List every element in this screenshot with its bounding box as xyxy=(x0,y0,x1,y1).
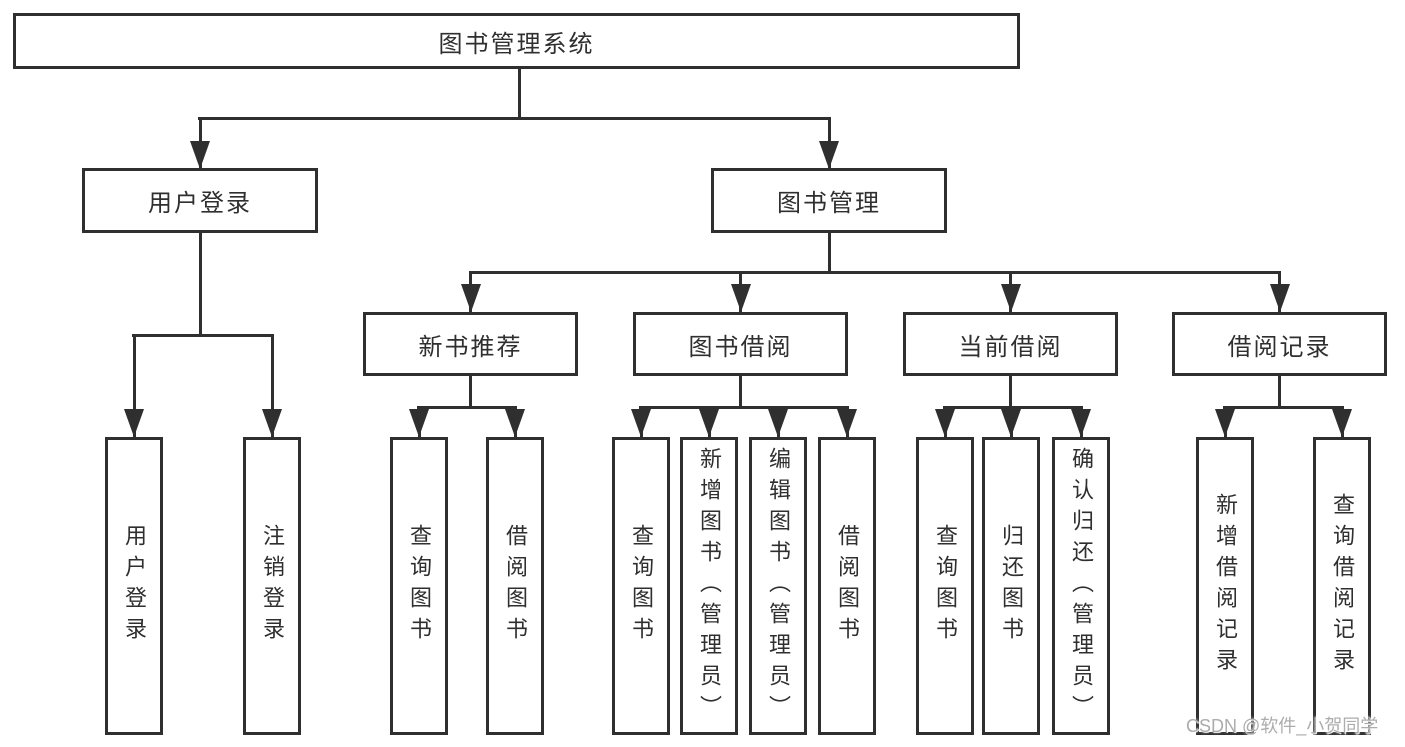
arrow-down-book-borrowing xyxy=(730,271,751,312)
leaf-logout-label: 注销登录 xyxy=(260,524,285,648)
node-user-login: 用户登录 xyxy=(82,168,318,233)
connector-user-login-branch xyxy=(132,334,273,337)
node-book-management: 图书管理 xyxy=(711,168,947,233)
arrow-down-user-login xyxy=(190,117,210,169)
leaf-borrow-books-borrowing-label: 借阅图书 xyxy=(835,524,860,648)
node-book-management-label: 图书管理 xyxy=(777,190,881,217)
arrow-down-new-book-recommendation xyxy=(460,271,481,312)
node-borrowing-records: 借阅记录 xyxy=(1172,312,1387,376)
connector-book-management-stem xyxy=(827,233,831,273)
connector-borrowing-stem xyxy=(739,376,742,408)
connector-level3-branch xyxy=(469,271,1281,274)
leaf-query-books-recommend-label: 查询图书 xyxy=(407,524,432,648)
arrow-down-leaf-logout xyxy=(262,334,282,437)
connector-records-stem xyxy=(1278,376,1281,408)
node-new-book-recommendation: 新书推荐 xyxy=(363,312,578,376)
arrow-down-current-borrowing xyxy=(1000,271,1021,312)
leaf-add-books-admin: 新增图书（管理员） xyxy=(680,437,738,735)
connector-level2-branch xyxy=(198,117,831,120)
connector-records-branch xyxy=(1223,406,1344,409)
node-borrowing-records-label: 借阅记录 xyxy=(1227,333,1332,361)
leaf-borrow-books-recommend: 借阅图书 xyxy=(486,437,544,735)
leaf-logout: 注销登录 xyxy=(243,437,301,735)
connector-user-login-stem xyxy=(198,233,202,336)
leaf-add-borrow-record: 新增借阅记录 xyxy=(1196,437,1254,735)
leaf-borrow-books-recommend-label: 借阅图书 xyxy=(503,524,528,648)
node-book-borrowing-label: 图书借阅 xyxy=(688,333,793,361)
node-root-label: 图书管理系统 xyxy=(438,30,595,58)
leaf-query-books-borrowing-label: 查询图书 xyxy=(629,524,654,648)
node-current-borrowing-label: 当前借阅 xyxy=(958,333,1063,361)
leaf-query-borrow-record-label: 查询借阅记录 xyxy=(1330,493,1355,679)
arrow-down-query-borrow-record xyxy=(1332,406,1352,437)
connector-current-branch xyxy=(943,406,1083,409)
arrow-down-edit-books-admin xyxy=(768,406,788,437)
arrow-down-return-books xyxy=(1001,406,1021,437)
arrow-down-borrowing-records xyxy=(1269,271,1290,312)
arrow-down-book-management xyxy=(819,117,839,169)
connector-new-books-branch xyxy=(417,406,517,409)
arrow-down-add-borrow-record xyxy=(1215,406,1235,437)
leaf-return-books: 归还图书 xyxy=(982,437,1040,735)
arrow-down-borrow-books-recommend xyxy=(505,406,525,437)
leaf-return-books-label: 归还图书 xyxy=(999,524,1024,648)
leaf-query-books-recommend: 查询图书 xyxy=(390,437,448,735)
leaf-add-borrow-record-label: 新增借阅记录 xyxy=(1213,493,1238,679)
node-user-login-label: 用户登录 xyxy=(148,190,252,217)
leaf-edit-books-admin-label: 编辑图书（管理员） xyxy=(766,446,791,726)
leaf-edit-books-admin: 编辑图书（管理员） xyxy=(749,437,807,735)
arrow-down-query-books-borrowing xyxy=(631,406,651,437)
node-new-book-recommendation-label: 新书推荐 xyxy=(418,333,523,361)
arrow-down-borrow-books-borrowing xyxy=(837,406,857,437)
leaf-confirm-return-admin: 确认归还（管理员） xyxy=(1052,437,1110,735)
arrow-down-add-books-admin xyxy=(699,406,719,437)
connector-new-books-stem xyxy=(469,376,472,408)
connector-current-stem xyxy=(1009,376,1012,408)
leaf-user-login: 用户登录 xyxy=(105,437,163,735)
leaf-query-books-current: 查询图书 xyxy=(916,437,974,735)
node-root: 图书管理系统 xyxy=(13,13,1020,69)
arrow-down-query-books-recommend xyxy=(409,406,429,437)
leaf-query-books-current-label: 查询图书 xyxy=(933,524,958,648)
leaf-add-books-admin-label: 新增图书（管理员） xyxy=(697,446,722,726)
arrow-down-leaf-user-login xyxy=(124,334,144,437)
leaf-user-login-label: 用户登录 xyxy=(122,524,147,648)
node-current-borrowing: 当前借阅 xyxy=(903,312,1118,376)
arrow-down-query-books-current xyxy=(935,406,955,437)
connector-borrowing-branch xyxy=(639,406,849,409)
arrow-down-confirm-return-admin xyxy=(1071,406,1091,437)
leaf-borrow-books-borrowing: 借阅图书 xyxy=(818,437,876,735)
connector-root-stem xyxy=(518,69,521,119)
leaf-confirm-return-admin-label: 确认归还（管理员） xyxy=(1069,446,1094,726)
leaf-query-books-borrowing: 查询图书 xyxy=(612,437,670,735)
node-book-borrowing: 图书借阅 xyxy=(633,312,848,376)
watermark-text: CSDN @软件_小贺同学 xyxy=(1186,716,1379,736)
leaf-query-borrow-record: 查询借阅记录 xyxy=(1313,437,1371,735)
